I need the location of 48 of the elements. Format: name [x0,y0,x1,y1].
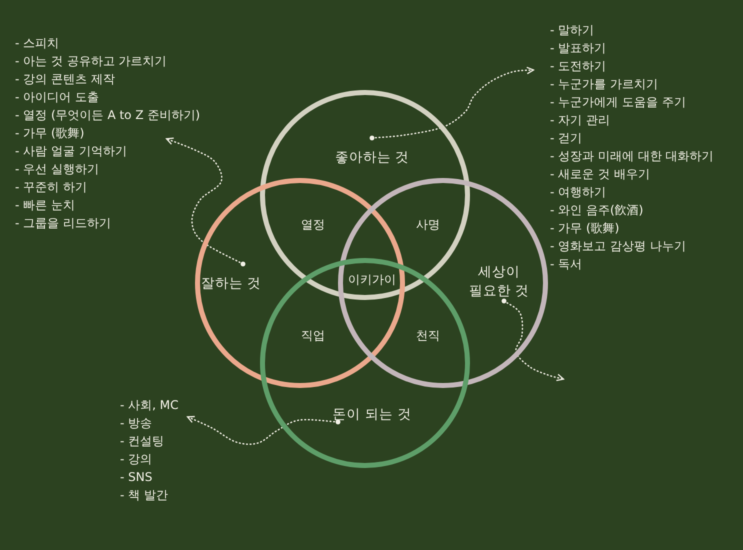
list-item: - SNS [120,469,152,486]
circle-label: 세상이 필요한 것 [468,263,530,301]
overlap-label: 열정 [301,216,325,234]
list-item: - 사회, MC [120,397,179,414]
list-item: - 스피치 [15,35,60,52]
list-item: - 와인 음주(飮酒) [550,202,644,219]
list-item: - 강의 콘텐츠 제작 [15,71,115,88]
list-item: - 가무 (歌舞) [15,125,84,142]
list-item: - 가무 (歌舞) [550,220,620,237]
list-item: - 아는 것 공유하고 가르치기 [15,53,167,70]
list-item: - 우선 실행하기 [15,161,99,178]
dotted-leader-arrow [370,66,534,140]
list-item: - 누군가에게 도움을 주기 [550,94,686,111]
overlap-label: 이키가이 [348,272,396,288]
circle-label: 잘하는 것 [200,274,262,294]
list-item: - 말하기 [550,22,594,39]
list-item: - 독서 [550,256,582,273]
list-item: - 여행하기 [550,184,606,201]
list-item: - 영화보고 감상평 나누기 [550,238,686,255]
overlap-label: 천직 [416,328,440,344]
circle-label: 돈이 되는 것 [332,406,412,424]
list-item: - 새로운 것 배우기 [550,166,650,183]
circle-label: 좋아하는 것 [334,148,410,168]
list-item: - 아이디어 도출 [15,89,99,106]
dotted-leader-arrow [186,416,340,445]
venn-circle [260,90,470,300]
overlap-label: 사명 [416,216,440,234]
list-item: - 책 발간 [120,487,168,504]
venn-circle [338,178,548,388]
list-item: - 사람 얼굴 기억하기 [15,143,127,160]
list-item: - 컨설팅 [120,433,164,450]
list-item: - 방송 [120,415,152,432]
list-item: - 누군가를 가르치기 [550,76,658,93]
list-item: - 걷기 [550,130,582,147]
list-item: - 발표하기 [550,40,606,57]
venn-circle [260,258,470,468]
list-item: - 꾸준히 하기 [15,179,87,196]
list-item: - 그룹을 리드하기 [15,215,111,232]
list-item: - 강의 [120,451,152,468]
list-item: - 열정 (무엇이든 A to Z 준비하기) [15,107,200,124]
list-item: - 성장과 미래에 대한 대화하기 [550,148,714,165]
dotted-leader-arrow [502,298,564,382]
list-item: - 빠른 눈치 [15,197,75,214]
list-item: - 자기 관리 [550,112,610,129]
list-item: - 도전하기 [550,58,606,75]
dotted-leader-arrow [166,137,246,266]
venn-circle [195,178,405,388]
overlap-label: 직업 [301,328,325,344]
